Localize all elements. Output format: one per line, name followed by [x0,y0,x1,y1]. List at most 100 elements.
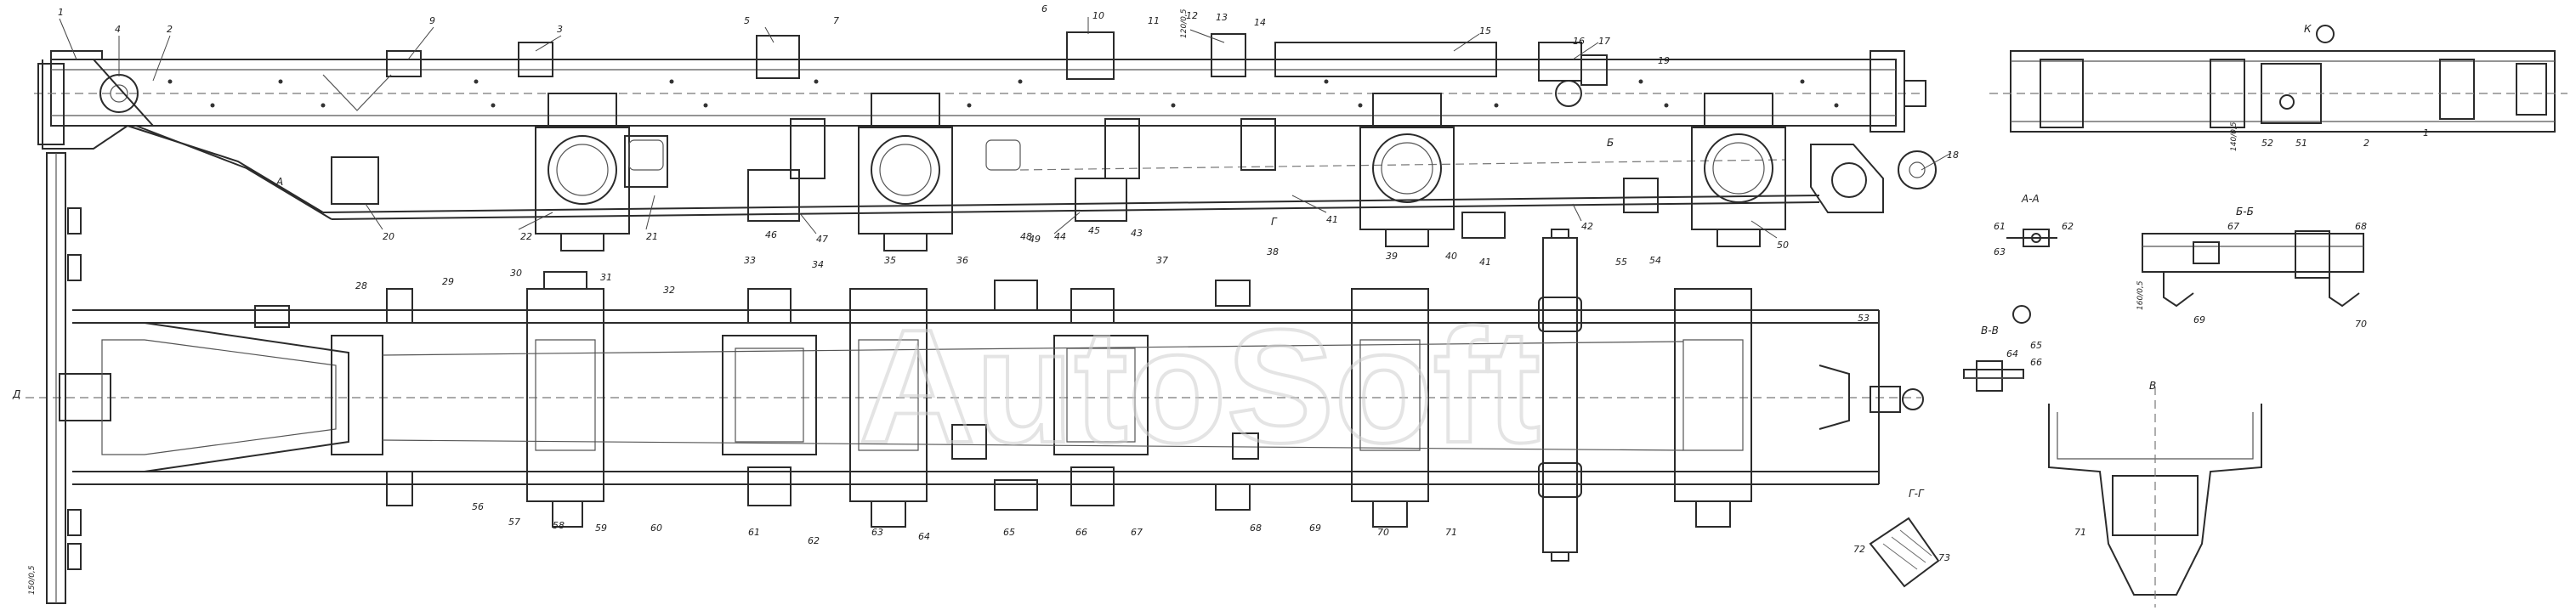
callout-r61: 61 [1994,221,2006,232]
callout-2: 2 [167,24,173,35]
callout-68: 68 [1250,523,1262,534]
callout-37: 37 [1156,255,1168,266]
callout-14: 14 [1254,17,1266,28]
rotated-label-4: 160/0,5 [2136,280,2145,310]
callout-57: 57 [508,517,520,528]
callouts-plan-view: 28 29 30 31 32 33 34 35 36 37 38 39 40 4… [355,246,1870,546]
section-label-bb: Б-Б [2236,206,2254,218]
callout-9: 9 [429,15,435,26]
callout-r52: 52 [2261,138,2273,149]
callout-32: 32 [663,285,675,296]
section-gg [1869,517,1940,588]
callout-70: 70 [1377,527,1389,538]
callout-49: 50 [1777,240,1789,251]
callout-38: 38 [1267,246,1279,257]
callout-40b: 40 [1445,251,1457,262]
callout-58: 58 [553,520,565,531]
callout-r63: 63 [1994,246,2006,257]
arrow-label-a: А [275,176,283,188]
callout-19: 19 [1658,55,1670,66]
callout-66: 66 [1075,527,1087,538]
callout-47: 48 [1020,231,1032,242]
cross-member-2 [526,271,604,528]
callout-22: 22 [520,231,532,242]
callout-36: 36 [956,255,968,266]
callout-r72: 72 [1853,544,1865,555]
callout-r69: 69 [2193,314,2205,325]
arrow-label-b: Б [1607,137,1614,149]
bearing-housing-2 [858,93,953,251]
watermark-text: AutoSoft [859,297,1540,477]
callouts-top-view: 1 4 2 9 3 5 7 6 10 11 12 13 14 15 16 17 … [58,3,1959,251]
callout-39: 39 [1386,251,1398,262]
callout-41b: 41 [1479,257,1491,268]
callout-r65: 65 [2030,340,2042,351]
callout-41: 42 [1581,221,1593,232]
callout-18: 18 [1947,150,1959,161]
callout-r73: 73 [1938,552,1950,563]
callout-r51: 51 [2295,138,2307,149]
callout-16: 16 [1573,36,1585,47]
callout-59: 59 [595,523,607,534]
callout-54: 54 [1649,255,1661,266]
rotated-label-2: 120/0,5 [1180,8,1189,38]
callout-30: 30 [510,268,522,279]
side-elevation-view [34,31,1937,251]
callout-69: 69 [1309,523,1321,534]
bearing-housing-1 [535,93,630,251]
callout-44: 45 [1088,225,1100,236]
callout-3: 3 [557,24,563,35]
callout-48: 49 [1029,234,1041,245]
callout-46: 47 [816,234,828,245]
callout-1: 1 [58,7,64,18]
detail-view-k [1989,25,2567,133]
callout-62: 62 [808,535,820,546]
arrow-label-g: Г [1271,216,1278,228]
callout-leaders [59,17,1952,239]
cross-member-3 [722,288,817,506]
callout-r62: 62 [2062,221,2074,232]
callout-5: 5 [744,15,750,26]
callout-r2: 2 [2363,138,2369,149]
section-bb [2142,230,2364,308]
callout-4: 4 [115,24,121,35]
callout-r64: 64 [2006,348,2018,359]
callout-34: 34 [812,259,824,270]
section-label-vv: В-В [1981,325,1999,336]
callout-29: 29 [442,276,454,287]
cross-member-4 [849,288,928,528]
callout-r66: 66 [2030,357,2042,368]
section-labels: А-А Б-Б В-В Г-Г В К Д А Б Г [12,23,2312,500]
section-vv [1963,305,2031,392]
callout-45: 46 [765,229,777,240]
rivet-holes-top [167,79,1839,108]
bearing-housing-3 [1359,93,1455,247]
callout-63: 63 [871,527,883,538]
callout-r1: 1 [2423,127,2429,138]
callout-20: 20 [383,231,394,242]
callouts-right-detail: 1 2 51 52 61 62 63 64 65 66 67 68 69 70 … [1853,127,2429,563]
callout-43: 44 [1054,231,1066,242]
rotated-label-1: 150/0,5 [28,565,37,595]
callout-15: 15 [1479,25,1491,37]
callout-r67: 67 [2227,221,2239,232]
view-v [2048,387,2262,608]
callout-71: 71 [1445,527,1457,538]
view-label-d: Д [12,388,20,400]
cross-member-1 [331,288,413,506]
callout-11: 11 [1148,15,1160,26]
callout-61: 61 [748,527,760,538]
callout-r68: 68 [2355,221,2367,232]
view-label-k: К [2304,23,2312,35]
callout-28: 28 [355,280,367,291]
callout-6: 6 [1041,3,1047,14]
callout-33: 33 [744,255,756,266]
bearing-housing-4 [1691,93,1786,247]
callout-53: 53 [1858,313,1870,324]
cross-member-7 [1674,288,1752,528]
rotated-labels: 150/0,5 120/0,5 140/0,5 160/0,5 [28,8,2238,595]
callout-13: 13 [1216,12,1228,23]
section-label-gg: Г-Г [1909,488,1925,500]
callout-64: 64 [918,531,930,542]
